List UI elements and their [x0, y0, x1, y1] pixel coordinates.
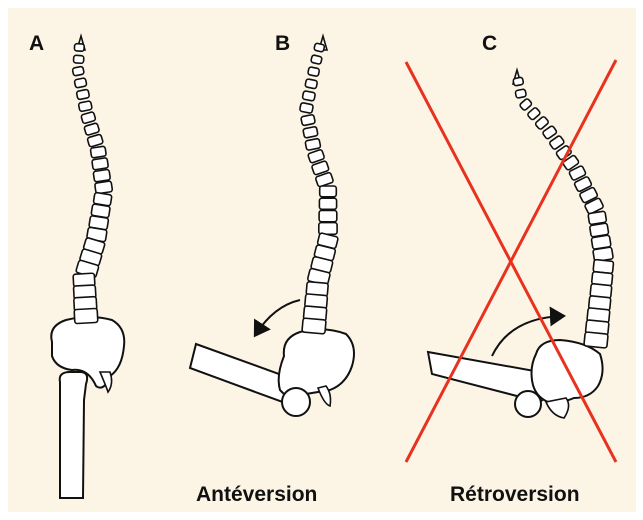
vertebra — [311, 55, 323, 65]
panel-label-a: A — [29, 32, 44, 56]
femoral-head-b — [282, 388, 310, 416]
vertebra — [515, 89, 526, 98]
vertebra — [305, 79, 318, 89]
panel-label-b: B — [275, 32, 290, 56]
vertebra — [303, 126, 318, 138]
vertebra — [314, 43, 325, 52]
vertebra — [527, 107, 541, 121]
vertebra — [320, 186, 337, 197]
vertebra — [319, 210, 337, 221]
caption-anteversion: Antéversion — [196, 483, 317, 507]
vertebra — [308, 67, 320, 77]
vertebra — [535, 116, 549, 130]
pelvis-b — [279, 329, 354, 397]
panel-a-illustration — [51, 36, 124, 498]
vertebra — [588, 211, 607, 225]
vertebra — [74, 308, 98, 323]
vertebra — [74, 78, 87, 88]
vertebra — [74, 44, 84, 52]
vertebra — [302, 91, 315, 102]
spine-b — [299, 36, 338, 334]
spine-c — [513, 70, 614, 348]
cross-out-icon — [406, 60, 616, 462]
vertebra — [299, 102, 313, 113]
panel-label-c: C — [482, 32, 497, 56]
vertebra — [78, 101, 92, 112]
vertebra — [93, 169, 110, 182]
panel-b-illustration — [190, 36, 354, 416]
vertebra — [73, 55, 84, 63]
vertebra — [92, 158, 109, 170]
vertebra — [84, 123, 100, 136]
ischium-b — [318, 386, 331, 406]
femoral-head-c — [515, 391, 541, 417]
vertebra — [76, 89, 89, 100]
panel-c-illustration — [406, 60, 616, 462]
rotation-arrow-icon — [256, 300, 300, 334]
vertebra — [519, 98, 532, 111]
femur-a — [60, 372, 87, 498]
vertebra — [305, 138, 321, 150]
spine-a — [72, 36, 112, 324]
vertebra — [81, 111, 96, 123]
vertebra — [513, 77, 524, 86]
caption-retroversion: Rétroversion — [450, 483, 580, 507]
vertebra — [72, 66, 84, 76]
vertebra — [87, 134, 103, 147]
ischium-c — [546, 398, 569, 418]
vertebra — [302, 318, 326, 334]
vertebra — [90, 146, 106, 158]
vertebra — [319, 198, 336, 209]
vertebra — [584, 332, 608, 348]
vertebra — [301, 114, 316, 125]
